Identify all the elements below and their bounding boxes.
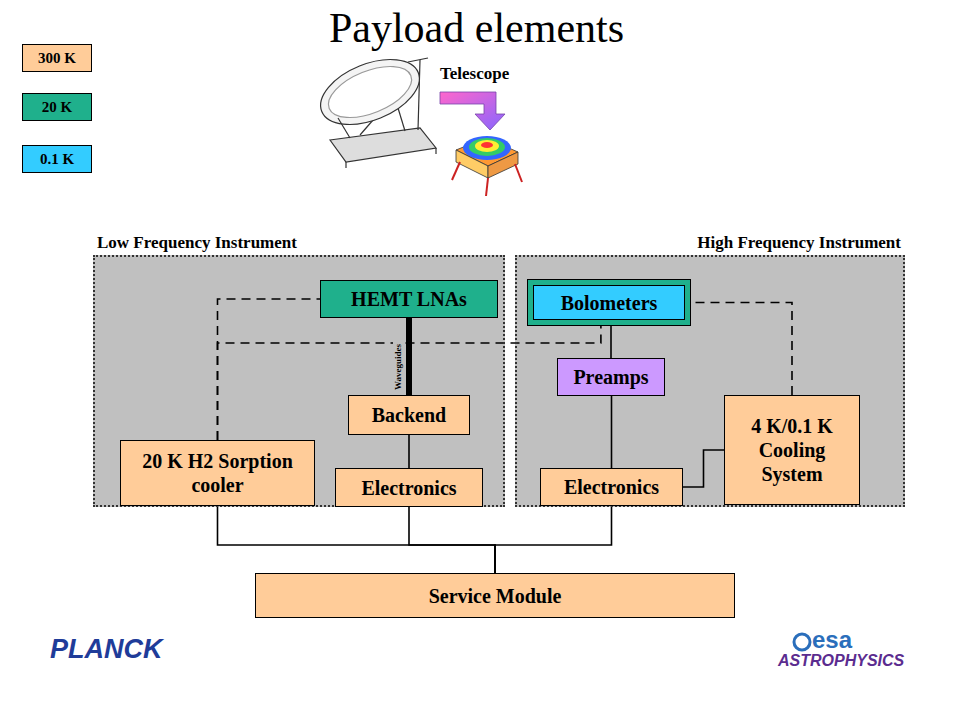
signal-line	[408, 435, 410, 468]
component-box: Bolometers	[528, 280, 690, 325]
signal-line	[495, 506, 612, 573]
signal-line	[683, 450, 724, 487]
mission-logo: PLANCK	[50, 634, 163, 665]
agency-tagline: ASTROPHYSICS	[778, 652, 904, 670]
legend-text: 0.1 K	[40, 151, 74, 168]
box-label: 20 K H2 Sorption cooler	[142, 449, 294, 497]
component-box: Electronics	[335, 468, 483, 507]
region-fill	[515, 255, 905, 507]
component-box: 20 K H2 Sorption cooler	[120, 440, 315, 506]
legend-text: 20 K	[42, 99, 72, 116]
box-label: Electronics	[361, 476, 456, 500]
signal-line	[409, 507, 495, 573]
instrument-region: Low Frequency InstrumentHEMT LNAsBackend…	[93, 255, 505, 507]
region-heading: High Frequency Instrument	[517, 233, 903, 253]
box-label: Backend	[372, 403, 446, 427]
component-box: Electronics	[540, 468, 683, 506]
cooling-line	[690, 303, 792, 396]
telescope-illustration	[311, 47, 436, 168]
component-box: Preamps	[557, 358, 665, 396]
telescope-label: Telescope	[440, 64, 509, 84]
cooling-line	[218, 325, 601, 440]
legend-swatch: 20 K	[22, 93, 92, 121]
signal-line	[611, 396, 613, 468]
agency-logo-ring	[794, 634, 810, 650]
page-title: Payload elements	[0, 4, 953, 52]
box-label: Preamps	[573, 365, 648, 389]
signal-line	[610, 325, 612, 358]
beam-arrow	[440, 92, 505, 130]
waveguide-line	[406, 318, 412, 395]
box-label: 4 K/0.1 K Cooling System	[734, 414, 850, 486]
legend-text: 300 K	[38, 50, 76, 67]
component-box: 4 K/0.1 K Cooling System	[724, 395, 860, 505]
box-label: Electronics	[564, 475, 659, 499]
box-label: Service Module	[429, 584, 562, 608]
agency-logo: esa	[812, 626, 852, 654]
focal-plane-illustration	[452, 136, 522, 196]
legend-swatch: 300 K	[22, 44, 92, 72]
region-fill	[93, 255, 505, 507]
box-label: Bolometers	[561, 291, 658, 315]
component-box: Backend	[348, 395, 470, 435]
box-label: HEMT LNAs	[351, 287, 467, 311]
instrument-region: High Frequency InstrumentBolometersPream…	[515, 255, 905, 507]
legend-swatch: 0.1 K	[22, 145, 92, 173]
connector-label: Waveguides	[393, 341, 403, 391]
component-box: Service Module	[255, 573, 735, 618]
cooling-line	[218, 299, 321, 440]
component-box: HEMT LNAs	[320, 280, 498, 318]
signal-line	[218, 506, 496, 573]
region-heading: Low Frequency Instrument	[95, 233, 503, 253]
